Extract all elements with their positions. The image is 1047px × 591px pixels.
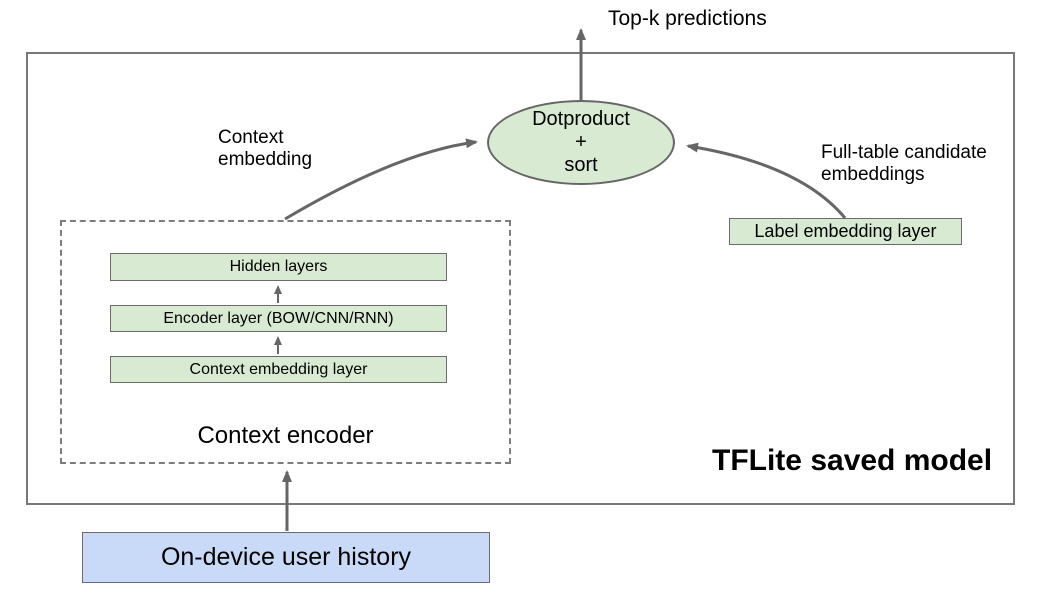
node-label-embedding-layer-label: Label embedding layer [754,221,937,241]
tflite-model-container [26,52,1015,505]
tflite-saved-model-label: TFLite saved model [712,444,993,477]
node-user-history-label: On-device user history [160,543,412,571]
context-encoder-container [60,220,511,464]
full-table-annotation: Full-table candidate embeddings [821,142,987,186]
full-table-annotation-line2: embeddings [821,164,925,185]
node-user-history: On-device user history [82,532,490,583]
context-encoder-title: Context encoder [197,422,374,449]
context-embedding-annotation-line2: embedding [218,149,313,170]
dotproduct-line3: sort [564,154,598,176]
context-embedding-annotation: Context embedding [218,127,312,171]
node-context-embedding-layer-label: Context embedding layer [189,360,368,378]
dotproduct-line2: + [575,131,587,153]
node-encoder-layer: Encoder layer (BOW/CNN/RNN) [110,305,447,332]
context-embedding-annotation-line1: Context [218,127,284,148]
node-hidden-layers: Hidden layers [110,253,447,281]
topk-predictions-label: Top-k predictions [608,7,767,30]
dotproduct-line1: Dotproduct [532,108,630,130]
node-dotproduct-sort: Dotproduct + sort [487,100,675,185]
node-context-embedding-layer: Context embedding layer [110,356,447,383]
node-hidden-layers-label: Hidden layers [229,258,328,275]
full-table-annotation-line1: Full-table candidate [821,142,987,163]
node-label-embedding-layer: Label embedding layer [729,218,962,245]
node-encoder-layer-label: Encoder layer (BOW/CNN/RNN) [163,309,394,327]
